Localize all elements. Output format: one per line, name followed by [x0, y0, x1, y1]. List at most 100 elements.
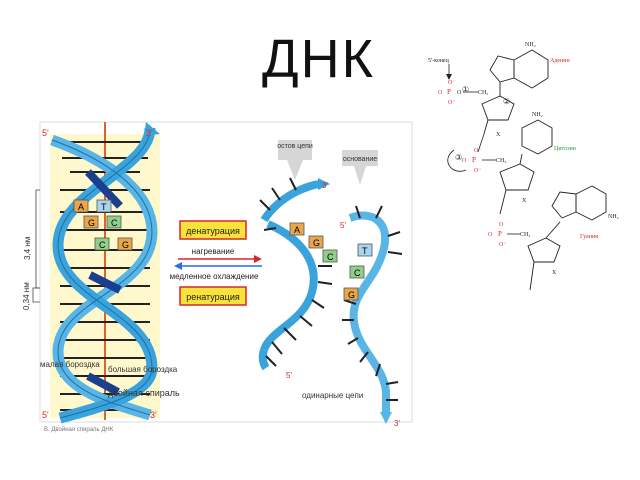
guanine-ring-6	[575, 185, 607, 221]
guanine-ring-5	[551, 191, 577, 219]
base-box-c	[106, 215, 122, 229]
base-letter: C	[111, 218, 118, 228]
heating-arrowhead	[254, 255, 262, 263]
base-letter: A	[78, 202, 84, 212]
strand-crossing-2	[88, 271, 122, 294]
strand-2-edge	[57, 127, 153, 419]
p1-o-bottom: O⁻	[448, 100, 456, 106]
sugar-2-x: X	[522, 198, 527, 204]
base-pair-at: A T	[73, 199, 112, 213]
base-letter: A	[294, 225, 300, 235]
cytosine-ring	[521, 119, 553, 155]
p2-p: P	[472, 156, 476, 164]
adenine-ring-6	[513, 49, 549, 89]
right-base-c	[349, 265, 365, 279]
p2-o-bottom: O⁻	[474, 168, 482, 174]
p1-p: P	[447, 88, 451, 96]
left-strand-arrowhead	[318, 178, 330, 190]
left-base-g	[308, 235, 324, 249]
strand-crossing-3	[86, 372, 120, 396]
backbone-label: остов цепи	[277, 143, 313, 150]
cooling-arrowhead	[174, 262, 182, 270]
backbone-callout	[278, 140, 312, 160]
slow-cooling-label: медленное охлаждение	[170, 272, 259, 281]
base-letter: C	[327, 252, 334, 262]
left-end-5: 5'	[286, 371, 292, 380]
base-pair-gc: G C	[83, 215, 122, 229]
base-letter: G	[122, 240, 129, 250]
right-base-g	[343, 287, 359, 301]
p2-curve-arrow	[447, 149, 467, 172]
p2-bond-up	[477, 133, 485, 153]
left-strand-body	[260, 220, 318, 352]
strand-crossing-1	[85, 169, 123, 209]
denaturation-box	[179, 220, 247, 240]
step-label: 0,34 нм	[22, 282, 31, 310]
sugar-3	[527, 237, 561, 263]
five-end-label: 5'-конец	[428, 58, 450, 64]
backbone-pointer	[287, 160, 303, 180]
base-letter: G	[88, 218, 95, 228]
guanine-nh2: NH₂	[608, 214, 619, 220]
sugar-2	[499, 163, 535, 191]
helix-caption: В. Двойная спираль ДНК	[44, 426, 114, 433]
right-strand-bases	[342, 205, 403, 401]
right-strand	[348, 211, 390, 414]
left-end-3: 3'	[322, 181, 328, 190]
base-box-c	[94, 237, 110, 251]
renaturation-label: ренатурация	[186, 292, 240, 302]
process-panel: денатурация нагревание медленное охлажде…	[170, 220, 262, 306]
base-letter: G	[348, 290, 355, 300]
circle-2: ②	[503, 97, 510, 106]
glycosidic-bond-2	[519, 153, 523, 165]
five-end-arrowhead	[446, 74, 452, 80]
cytosine-label: Цитозин	[554, 146, 577, 152]
end-5-bottom: 5'	[42, 410, 49, 420]
sugar-2-3prime	[499, 189, 507, 215]
base-pair-cg: C G	[94, 237, 133, 251]
sugar-3-3prime	[529, 261, 535, 291]
glycosidic-bond-3	[545, 221, 561, 239]
end-5-top: 5'	[42, 128, 49, 138]
ch2-2: CH₂	[496, 158, 506, 164]
denaturation-label: денатурация	[186, 226, 240, 236]
p1-o-top: O⁻	[448, 80, 456, 86]
right-end-3: 3'	[394, 419, 400, 428]
end-3-top: 3'	[146, 128, 153, 138]
p3-o-top: O	[499, 222, 504, 228]
p3-p: P	[498, 230, 502, 238]
p3-o-left: O	[488, 232, 493, 238]
major-groove-label: большая бороздка	[108, 365, 178, 374]
p3-o-bottom: O⁻	[499, 242, 507, 248]
base-letter: C	[99, 240, 106, 250]
sugar-1-x: X	[496, 132, 501, 138]
p1-o-right: O	[457, 90, 462, 96]
renaturation-box	[179, 286, 247, 306]
single-strands-label: одинарные цепи	[302, 391, 363, 400]
step-bracket	[32, 287, 40, 303]
p2-o-left: O	[462, 158, 467, 164]
pitch-bracket	[35, 189, 40, 289]
base-pointer	[354, 166, 366, 185]
p1-o-left: O	[438, 90, 443, 96]
base-box-g	[83, 215, 99, 229]
ch2-3: CH₂	[520, 232, 530, 238]
left-base-c	[322, 249, 338, 263]
chemical-structure: 5'-конец O⁻ P O O⁻ O ① CH₂ NH₂ Аденин ② …	[428, 42, 619, 291]
end-3-bottom: 3'	[150, 410, 157, 420]
sugar-3-x: X	[552, 270, 557, 276]
base-box-g	[117, 237, 133, 251]
adenine-label: Аденин	[550, 58, 570, 64]
guanine-label: Гуанин	[580, 234, 599, 240]
pitch-label: 3,4 нм	[23, 237, 32, 260]
left-base-a	[289, 222, 305, 236]
base-callout	[342, 150, 378, 166]
strand-1-edge	[51, 139, 153, 416]
sugar-1	[481, 95, 515, 121]
ch2-1: CH₂	[478, 90, 488, 96]
adenine-ring-5	[489, 55, 515, 83]
left-strand-bases	[259, 177, 333, 367]
base-box-t	[96, 199, 112, 213]
right-base-t	[357, 243, 373, 257]
p2-o-top: O⁻	[474, 148, 482, 154]
